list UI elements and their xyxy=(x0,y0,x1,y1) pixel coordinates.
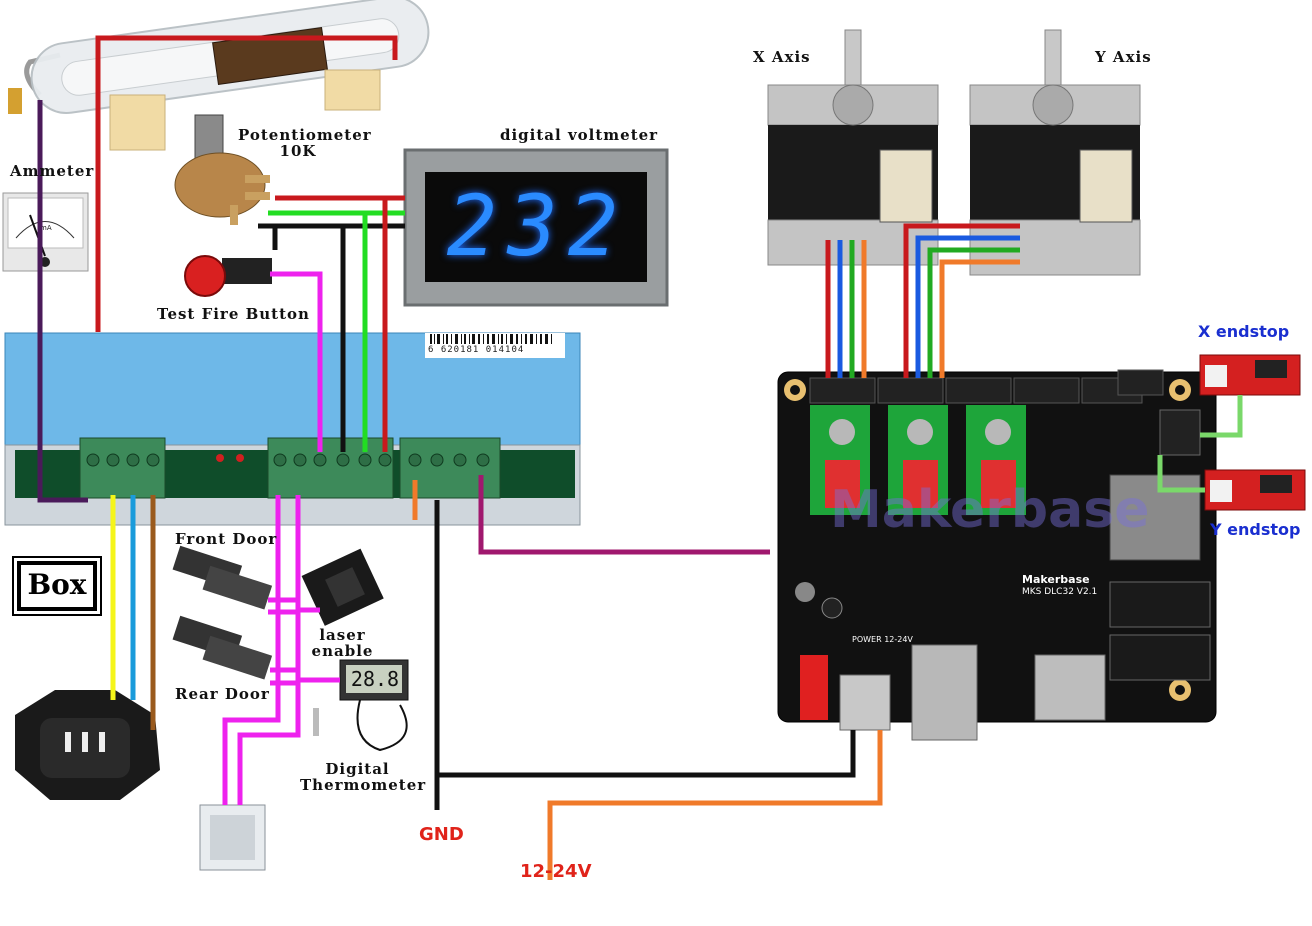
wire-x-endstop xyxy=(1200,395,1243,438)
board-watermark: Makerbase xyxy=(830,480,1150,540)
voltmeter-housing xyxy=(403,148,669,307)
board-model: MKS DLC32 V2.1 xyxy=(1022,587,1098,597)
laser-enable-label-line2: enable xyxy=(311,642,374,660)
gnd-label: GND xyxy=(419,824,464,845)
thermometer-display: 28.8 xyxy=(350,667,400,691)
ammeter-label: Ammeter xyxy=(10,162,95,180)
laser-enable-switch xyxy=(301,548,384,626)
y-endstop-label: Y endstop xyxy=(1210,520,1301,539)
supply-voltage-label: 12-24V xyxy=(520,861,592,882)
thermometer-label-line1: Digital xyxy=(325,760,390,778)
wire-12-24v xyxy=(547,730,883,880)
ac-power-socket xyxy=(15,690,160,800)
x-axis-label: X Axis xyxy=(753,48,811,66)
svg-text:mA: mA xyxy=(40,224,52,232)
potentiometer xyxy=(174,114,270,225)
x-endstop-label: X endstop xyxy=(1198,322,1290,341)
ammeter: mA xyxy=(2,192,89,272)
laser-power-supply xyxy=(4,332,581,526)
front-door-switch xyxy=(172,545,273,610)
wire-tube-anode xyxy=(95,35,398,332)
potentiometer-label-name: Potentiometer xyxy=(238,126,372,144)
water-chiller xyxy=(199,804,266,871)
voltmeter-display: 232 xyxy=(446,177,629,275)
test-fire-button xyxy=(184,255,272,297)
board-power-marking: POWER 12-24V xyxy=(852,635,913,644)
wires xyxy=(37,35,1243,880)
wire-y-endstop xyxy=(1157,455,1205,493)
test-fire-label: Test Fire Button xyxy=(157,305,310,323)
front-door-label: Front Door xyxy=(175,530,278,548)
wire-psu-to-board xyxy=(478,475,770,555)
rear-door-switch xyxy=(172,615,273,680)
wire-ammeter xyxy=(37,100,88,503)
laser-enable-label-line1: laser xyxy=(319,626,366,644)
thermometer-label-line2: Thermometer xyxy=(300,776,427,794)
y-axis-label: Y Axis xyxy=(1095,48,1152,66)
box-label: Box xyxy=(12,556,102,616)
y-endstop-board xyxy=(1204,469,1306,511)
board-brand: Makerbase xyxy=(1022,573,1090,586)
controller-board xyxy=(777,369,1217,741)
rear-door-label: Rear Door xyxy=(175,685,270,703)
thermometer-label: Digital Thermometer xyxy=(300,760,427,794)
potentiometer-label-value: 10K xyxy=(279,142,317,160)
digital-thermometer xyxy=(313,659,409,752)
laser-enable-label: laser enable xyxy=(310,627,375,659)
voltmeter-label: digital voltmeter xyxy=(500,126,659,144)
psu-barcode: 6 620181 014104 xyxy=(428,345,525,355)
potentiometer-label: Potentiometer 10K xyxy=(238,126,372,160)
x-endstop-board xyxy=(1199,354,1301,396)
